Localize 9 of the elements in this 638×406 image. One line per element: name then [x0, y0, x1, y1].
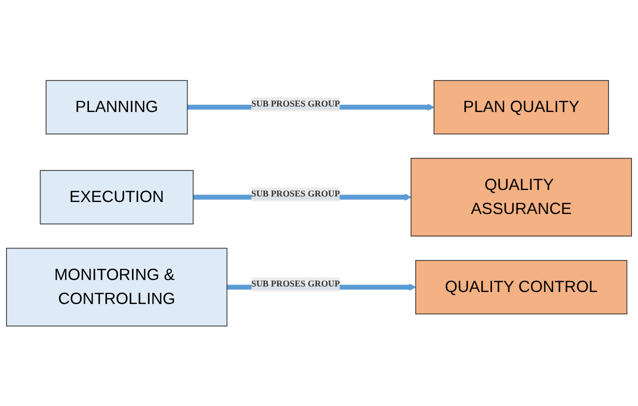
node-box: EXECUTION	[40, 170, 194, 224]
node-box: PLAN QUALITY	[434, 80, 609, 134]
node-box: MONITORING & CONTROLLING	[6, 248, 228, 326]
node-box: QUALITY ASSURANCE	[410, 158, 632, 236]
edge-label: SUB PROSES GROUP	[251, 98, 340, 109]
edge-label: SUB PROSES GROUP	[251, 278, 340, 288]
node-box: QUALITY CONTROL	[415, 260, 628, 314]
node-box: PLANNING	[46, 80, 188, 134]
edge-label: SUB PROSES GROUP	[251, 188, 340, 199]
